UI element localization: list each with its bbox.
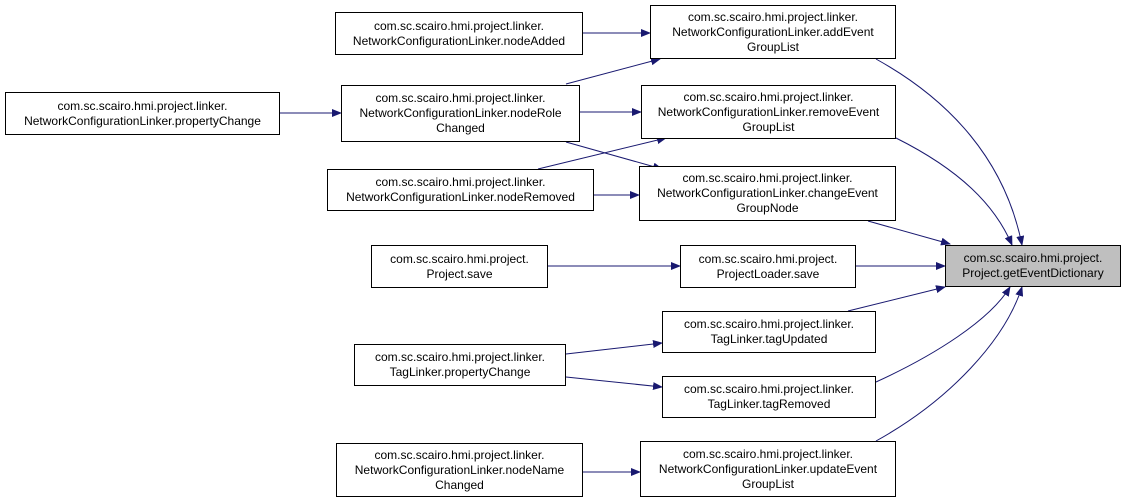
node-network-configuration-linker-remove-event-group-list[interactable]: com.sc.scairo.hmi.project.linker. Networ… (641, 85, 896, 139)
node-tag-linker-property-change[interactable]: com.sc.scairo.hmi.project.linker. TagLin… (354, 344, 566, 386)
node-line: com.sc.scairo.hmi.project. (390, 251, 529, 266)
node-line: ProjectLoader.save (716, 266, 820, 281)
node-line: GroupList (746, 39, 800, 54)
edge-updateevent-to-geteventdictionary (875, 286, 1024, 442)
edge-noderolechanged-to-changeevent (565, 141, 663, 171)
node-line: NetworkConfigurationLinker.nodeName (354, 462, 565, 477)
edge-changeevent-to-geteventdictionary (867, 220, 951, 246)
node-network-configuration-linker-node-name-changed[interactable]: com.sc.scairo.hmi.project.linker. Networ… (336, 443, 583, 497)
edge-noderemoved-to-removeevent (537, 136, 667, 170)
node-project-get-event-dictionary: com.sc.scairo.hmi.project. Project.getEv… (945, 245, 1121, 287)
node-line: com.sc.scairo.hmi.project.linker. (683, 382, 855, 396)
edge-tagremoved-to-geteventdictionary (875, 286, 1011, 383)
node-line: com.sc.scairo.hmi.project. (698, 251, 838, 266)
node-network-configuration-linker-property-change[interactable]: com.sc.scairo.hmi.project.linker. Networ… (5, 92, 280, 135)
node-line: com.sc.scairo.hmi.project.linker. (682, 446, 854, 461)
edge-addevent-to-geteventdictionary (875, 58, 1025, 246)
edge-propertychangetag-to-tagupdated (565, 340, 663, 355)
node-network-configuration-linker-add-event-group-list[interactable]: com.sc.scairo.hmi.project.linker. Networ… (650, 5, 896, 59)
edge-tagupdated-to-geteventdictionary (847, 285, 946, 312)
node-project-save[interactable]: com.sc.scairo.hmi.project. Project.save (371, 245, 548, 288)
node-line: NetworkConfigurationLinker.removeEvent (657, 104, 880, 119)
node-line: GroupList (741, 476, 795, 491)
node-line: TagLinker.tagRemoved (707, 397, 831, 411)
node-line: com.sc.scairo.hmi.project.linker. (687, 9, 859, 24)
node-network-configuration-linker-node-removed[interactable]: com.sc.scairo.hmi.project.linker. Networ… (327, 169, 594, 211)
node-line: GroupNode (736, 201, 799, 215)
node-line: NetworkConfigurationLinker.nodeRole (359, 106, 562, 120)
node-line: Project.save (426, 266, 493, 281)
node-line: NetworkConfigurationLinker.propertyChang… (24, 113, 261, 128)
edge-noderolechanged-to-addevent (565, 57, 661, 85)
node-line: com.sc.scairo.hmi.project.linker. (682, 171, 853, 185)
node-line: com.sc.scairo.hmi.project. (963, 251, 1103, 265)
node-network-configuration-linker-change-event-group-node[interactable]: com.sc.scairo.hmi.project.linker. Networ… (639, 166, 896, 221)
node-line: NetworkConfigurationLinker.changeEvent (657, 186, 878, 200)
node-line: com.sc.scairo.hmi.project.linker. (373, 18, 545, 33)
node-tag-linker-tag-removed[interactable]: com.sc.scairo.hmi.project.linker. TagLin… (662, 376, 876, 418)
node-line: GroupList (742, 119, 795, 134)
node-line: NetworkConfigurationLinker.addEvent (672, 24, 874, 39)
node-line: TagLinker.propertyChange (389, 365, 531, 379)
node-line: com.sc.scairo.hmi.project.linker. (375, 91, 546, 105)
node-line: NetworkConfigurationLinker.nodeAdded (352, 33, 566, 48)
node-line: Changed (435, 477, 484, 492)
node-network-configuration-linker-node-added[interactable]: com.sc.scairo.hmi.project.linker. Networ… (335, 12, 583, 55)
node-line: NetworkConfigurationLinker.nodeRemoved (346, 190, 575, 204)
node-line: TagLinker.tagUpdated (710, 332, 828, 346)
edge-removeevent-to-geteventdictionary (895, 137, 1013, 246)
node-tag-linker-tag-updated[interactable]: com.sc.scairo.hmi.project.linker. TagLin… (662, 311, 876, 353)
node-line: com.sc.scairo.hmi.project.linker. (683, 89, 854, 104)
node-project-loader-save[interactable]: com.sc.scairo.hmi.project. ProjectLoader… (680, 245, 856, 288)
node-line: com.sc.scairo.hmi.project.linker. (375, 175, 546, 189)
node-network-configuration-linker-node-role-changed[interactable]: com.sc.scairo.hmi.project.linker. Networ… (341, 85, 580, 142)
node-line: Project.getEventDictionary (962, 266, 1104, 280)
node-line: Changed (436, 121, 485, 135)
node-line: com.sc.scairo.hmi.project.linker. (683, 317, 855, 331)
node-line: com.sc.scairo.hmi.project.linker. (374, 447, 545, 462)
node-network-configuration-linker-update-event-group-list[interactable]: com.sc.scairo.hmi.project.linker. Networ… (640, 441, 896, 497)
edge-propertychangetag-to-tagremoved (565, 376, 663, 391)
node-line: NetworkConfigurationLinker.updateEvent (658, 461, 878, 476)
node-line: com.sc.scairo.hmi.project.linker. (57, 98, 228, 113)
node-line: com.sc.scairo.hmi.project.linker. (374, 350, 546, 364)
